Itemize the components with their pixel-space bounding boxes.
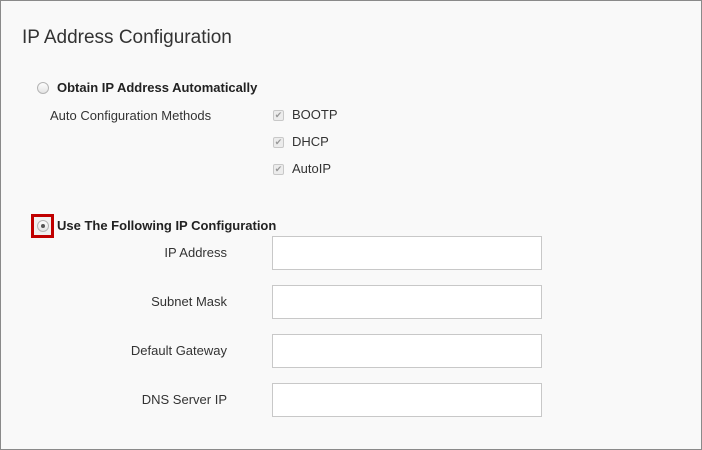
use-following-radio[interactable] xyxy=(37,220,49,232)
default-gateway-label: Default Gateway xyxy=(130,343,227,358)
dhcp-label: DHCP xyxy=(292,134,329,149)
section-title: IP Address Configuration xyxy=(22,27,232,48)
subnet-mask-input[interactable] xyxy=(272,285,542,319)
subnet-mask-label: Subnet Mask xyxy=(151,294,227,309)
obtain-auto-radio[interactable] xyxy=(37,82,49,94)
ip-address-label: IP Address xyxy=(164,245,227,260)
bootp-label: BOOTP xyxy=(292,107,338,122)
autoip-checkbox[interactable]: ✔ xyxy=(273,164,284,175)
auto-methods-label: Auto Configuration Methods xyxy=(50,108,212,123)
dns-server-input[interactable] xyxy=(272,383,542,417)
autoip-label: AutoIP xyxy=(292,161,332,176)
use-following-label[interactable]: Use The Following IP Configuration xyxy=(57,218,277,233)
bootp-checkbox[interactable]: ✔ xyxy=(273,110,284,121)
dhcp-checkbox[interactable]: ✔ xyxy=(273,137,284,148)
ip-address-input[interactable] xyxy=(272,236,542,270)
dns-server-label: DNS Server IP xyxy=(141,392,227,407)
default-gateway-input[interactable] xyxy=(272,334,542,368)
obtain-auto-label[interactable]: Obtain IP Address Automatically xyxy=(57,80,258,95)
